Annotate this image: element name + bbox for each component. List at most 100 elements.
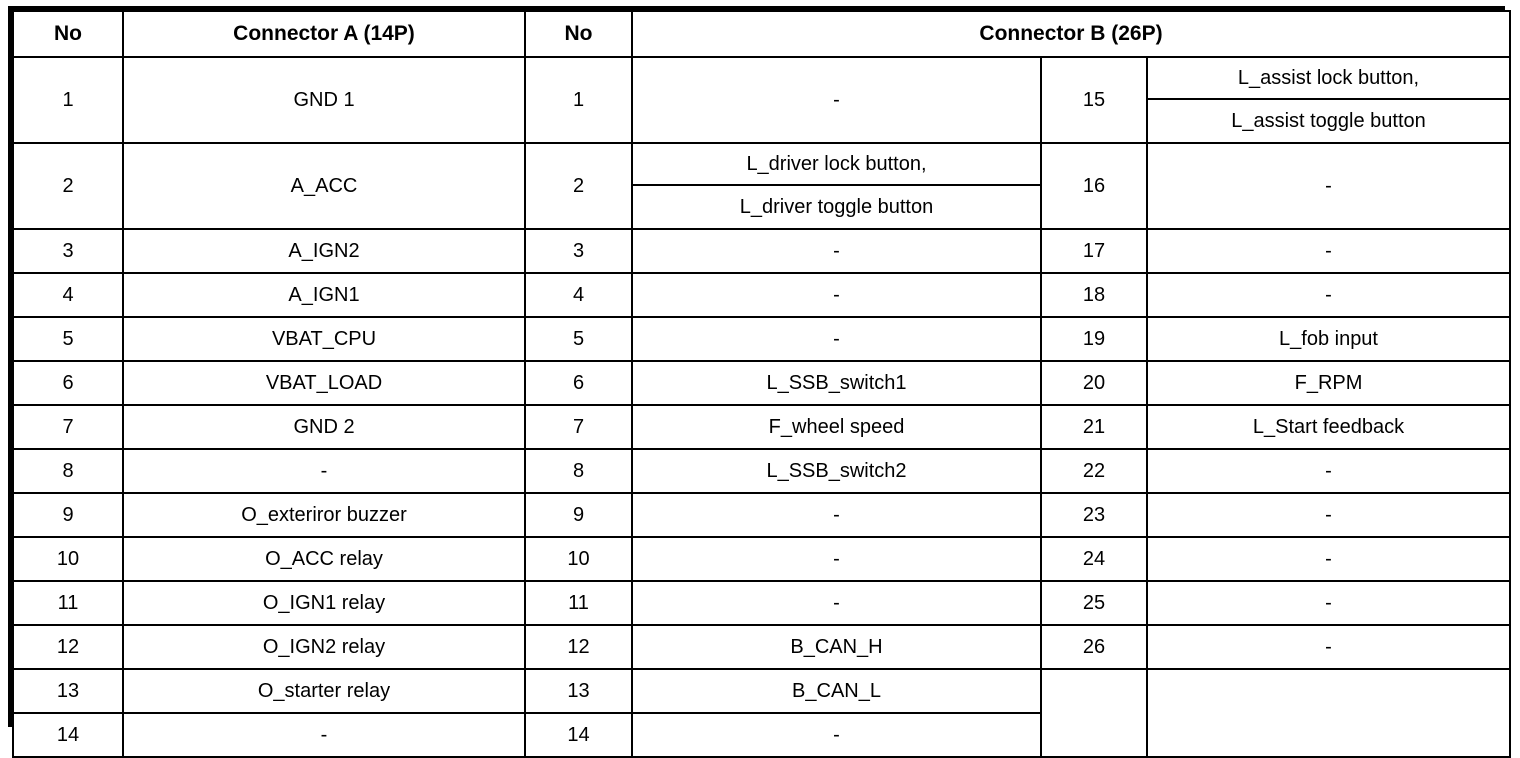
- cell-signal-b-right: -: [1145, 536, 1512, 582]
- cell-signal-a: VBAT_LOAD: [122, 360, 526, 406]
- cell-no-b-right: 25: [1040, 580, 1148, 626]
- pinout-table-container: No Connector A (14P) No Connector B (26P…: [8, 6, 1512, 758]
- cell-signal-a: -: [122, 448, 526, 494]
- cell-no-b-right: 15: [1040, 56, 1148, 144]
- table-row: 3 A_IGN2 3 - 17 -: [12, 228, 1512, 274]
- cell-signal-a: O_starter relay: [122, 668, 526, 714]
- cell-no-b-right: 17: [1040, 228, 1148, 274]
- cell-no-b-left: 7: [524, 404, 633, 450]
- table-row: 12 O_IGN2 relay 12 B_CAN_H 26 -: [12, 624, 1512, 670]
- table-row: 10 O_ACC relay 10 - 24 -: [12, 536, 1512, 582]
- cell-no-a: 10: [12, 536, 124, 582]
- cell-no-b-right: 18: [1040, 272, 1148, 318]
- table-row: 1 GND 1 1 - 15 L_assist lock button, L_a…: [12, 56, 1512, 144]
- cell-signal-b-right: F_RPM: [1145, 360, 1512, 406]
- cell-signal-a: A_IGN2: [122, 228, 526, 274]
- cell-signal-a: -: [122, 712, 526, 758]
- cell-no-b-left: 11: [524, 580, 633, 626]
- cell-no-b-left: 9: [524, 492, 633, 538]
- table-row: 7 GND 2 7 F_wheel speed 21 L_Start feedb…: [12, 404, 1512, 450]
- cell-signal-b-left-line1: L_driver lock button,: [633, 144, 1040, 186]
- cell-no-a: 7: [12, 404, 124, 450]
- cell-signal-a: O_IGN1 relay: [122, 580, 526, 626]
- cell-signal-b-right: L_Start feedback: [1145, 404, 1512, 450]
- cell-signal-b-right: L_assist lock button, L_assist toggle bu…: [1145, 56, 1512, 144]
- cell-no-b-left: 10: [524, 536, 633, 582]
- cell-signal-b-left: F_wheel speed: [631, 404, 1042, 450]
- header-no-a: No: [12, 10, 124, 58]
- cell-signal-b-right: -: [1145, 448, 1512, 494]
- cell-signal-a: A_IGN1: [122, 272, 526, 318]
- cell-signal-b-left: L_driver lock button, L_driver toggle bu…: [631, 142, 1042, 230]
- cell-no-b-right: 19: [1040, 316, 1148, 362]
- header-no-b: No: [524, 10, 633, 58]
- table-row: 6 VBAT_LOAD 6 L_SSB_switch1 20 F_RPM: [12, 360, 1512, 406]
- cell-signal-b-right: L_fob input: [1145, 316, 1512, 362]
- cell-no-a: 9: [12, 492, 124, 538]
- cell-no-a: 8: [12, 448, 124, 494]
- table-header-row: No Connector A (14P) No Connector B (26P…: [12, 10, 1512, 58]
- cell-no-b-left: 5: [524, 316, 633, 362]
- cell-no-a: 4: [12, 272, 124, 318]
- cell-signal-a: O_exteriror buzzer: [122, 492, 526, 538]
- cell-no-a: 14: [12, 712, 124, 758]
- cell-no-b-left: 12: [524, 624, 633, 670]
- cell-no-a: 3: [12, 228, 124, 274]
- cell-no-a: 1: [12, 56, 124, 144]
- cell-signal-b-left-line2: L_driver toggle button: [739, 195, 934, 218]
- cell-signal-a: GND 1: [122, 56, 526, 144]
- cell-no-b-left: 2: [524, 142, 633, 230]
- table-row: 4 A_IGN1 4 - 18 -: [12, 272, 1512, 318]
- cell-signal-b-right: -: [1145, 272, 1512, 318]
- cell-no-b-right-blank: [1040, 668, 1148, 758]
- cell-signal-b-right-line2: L_assist toggle button: [1231, 109, 1426, 132]
- table-row: 11 O_IGN1 relay 11 - 25 -: [12, 580, 1512, 626]
- cell-no-a: 12: [12, 624, 124, 670]
- cell-signal-a: VBAT_CPU: [122, 316, 526, 362]
- cell-signal-b-left: L_SSB_switch1: [631, 360, 1042, 406]
- cell-no-b-left: 1: [524, 56, 633, 144]
- cell-no-a: 2: [12, 142, 124, 230]
- table-row: 13 O_starter relay 13 B_CAN_L: [12, 668, 1512, 758]
- cell-signal-a: GND 2: [122, 404, 526, 450]
- cell-signal-b-right: -: [1145, 492, 1512, 538]
- cell-no-b-right: 26: [1040, 624, 1148, 670]
- cell-signal-b-left: -: [631, 272, 1042, 318]
- cell-signal-b-left: -: [631, 536, 1042, 582]
- cell-signal-b-left: -: [631, 712, 1042, 758]
- cell-no-b-left: 4: [524, 272, 633, 318]
- cell-no-b-right: 21: [1040, 404, 1148, 450]
- cell-no-b-right: 16: [1040, 142, 1148, 230]
- cell-signal-b-left: -: [631, 492, 1042, 538]
- cell-no-b-right: 22: [1040, 448, 1148, 494]
- cell-signal-b-right: -: [1145, 624, 1512, 670]
- connector-pinout-table: No Connector A (14P) No Connector B (26P…: [12, 10, 1512, 758]
- cell-no-b-left: 14: [524, 712, 633, 758]
- cell-no-b-right: 24: [1040, 536, 1148, 582]
- cell-signal-b-left: -: [631, 316, 1042, 362]
- header-connector-b: Connector B (26P): [630, 10, 1512, 58]
- cell-signal-b-right-line1: L_assist lock button,: [1148, 58, 1510, 100]
- cell-no-b-left: 3: [524, 228, 633, 274]
- cell-signal-b-left: B_CAN_L: [631, 668, 1042, 714]
- cell-signal-a: O_IGN2 relay: [122, 624, 526, 670]
- cell-no-b-left: 13: [524, 668, 633, 714]
- cell-signal-b-right: -: [1145, 142, 1512, 230]
- cell-signal-b-right-blank: [1145, 668, 1512, 758]
- cell-signal-b-left: -: [631, 580, 1042, 626]
- cell-no-b-left: 6: [524, 360, 633, 406]
- cell-signal-b-left: -: [631, 228, 1042, 274]
- cell-no-a: 11: [12, 580, 124, 626]
- table-row: 5 VBAT_CPU 5 - 19 L_fob input: [12, 316, 1512, 362]
- cell-signal-a: O_ACC relay: [122, 536, 526, 582]
- cell-signal-b-left: L_SSB_switch2: [631, 448, 1042, 494]
- cell-signal-b-left: B_CAN_H: [631, 624, 1042, 670]
- table-row: 9 O_exteriror buzzer 9 - 23 -: [12, 492, 1512, 538]
- cell-no-a: 13: [12, 668, 124, 714]
- cell-signal-b-right: -: [1145, 580, 1512, 626]
- cell-no-b-right: 20: [1040, 360, 1148, 406]
- cell-signal-b-right: -: [1145, 228, 1512, 274]
- table-row: 2 A_ACC 2 L_driver lock button, L_driver…: [12, 142, 1512, 230]
- cell-no-a: 6: [12, 360, 124, 406]
- table-row: 8 - 8 L_SSB_switch2 22 -: [12, 448, 1512, 494]
